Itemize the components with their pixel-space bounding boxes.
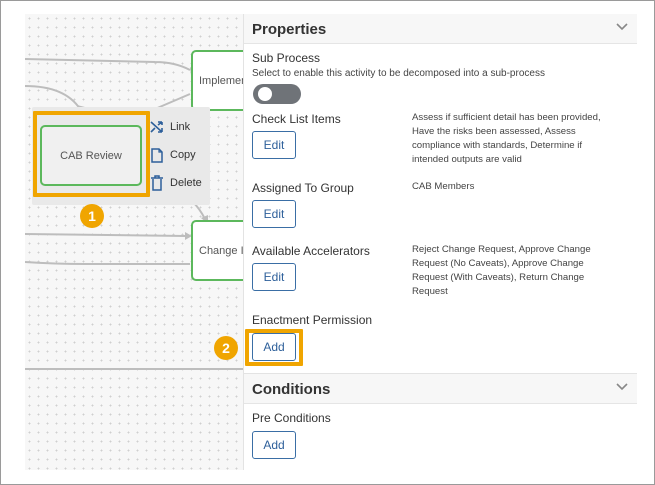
callout-number-2: 2: [222, 340, 230, 356]
callout-highlight-1: [33, 111, 150, 197]
chevron-down-icon[interactable]: [615, 382, 629, 392]
check-list-line: Have the risks been assessed, Assess: [412, 126, 576, 137]
chevron-down-icon[interactable]: [615, 22, 629, 32]
trash-icon: [151, 175, 163, 191]
check-list-label: Check List Items: [252, 112, 341, 126]
accelerators-line: Request (No Caveats), Approve Change: [412, 258, 584, 269]
accelerators-line: Request: [412, 286, 448, 297]
properties-title: Properties: [252, 21, 327, 38]
assigned-group-label: Assigned To Group: [252, 181, 354, 195]
sub-process-toggle[interactable]: [253, 84, 301, 104]
copy-menu-item[interactable]: Copy: [150, 147, 196, 163]
implement-node[interactable]: Implemen: [191, 50, 243, 111]
callout-highlight-2: [245, 329, 303, 366]
copy-label: Copy: [170, 149, 196, 161]
check-list-line: intended outputs are valid: [412, 154, 522, 165]
conditions-title: Conditions: [252, 381, 331, 398]
change-node[interactable]: Change I: [191, 220, 243, 281]
check-list-line: Assess if sufficient detail has been pro…: [412, 112, 601, 123]
enactment-label: Enactment Permission: [252, 313, 373, 327]
assigned-group-value: CAB Members: [412, 181, 475, 192]
accelerators-line: Request (With Caveats), Return Change: [412, 272, 585, 283]
link-label: Link: [170, 121, 191, 133]
delete-label: Delete: [170, 177, 202, 189]
copy-icon: [151, 148, 163, 163]
link-icon: [150, 121, 163, 133]
callout-number-1: 1: [88, 208, 96, 224]
callout-badge-2: 2: [214, 336, 238, 360]
pre-conditions-add-button[interactable]: Add: [252, 431, 296, 459]
assigned-group-edit-button[interactable]: Edit: [252, 200, 296, 228]
process-canvas[interactable]: Implemen Change I: [25, 14, 243, 470]
check-list-edit-button[interactable]: Edit: [252, 131, 296, 159]
toggle-knob: [258, 87, 272, 101]
link-menu-item[interactable]: Link: [150, 120, 190, 134]
change-node-label: Change I: [199, 244, 243, 257]
implement-node-label: Implemen: [199, 74, 243, 87]
check-list-value: Assess if sufficient detail has been pro…: [412, 111, 601, 167]
check-list-line: compliance with standards, Determine if: [412, 140, 583, 151]
section-divider: [244, 373, 637, 374]
properties-panel: Properties Sub Process Select to enable …: [243, 14, 637, 470]
accelerators-label: Available Accelerators: [252, 244, 370, 258]
delete-menu-item[interactable]: Delete: [150, 175, 202, 191]
pre-conditions-label: Pre Conditions: [252, 411, 331, 425]
cab-review-label: CAB Review: [60, 149, 122, 162]
enactment-add-button[interactable]: Add: [252, 333, 296, 361]
sub-process-help: Select to enable this activity to be dec…: [252, 68, 545, 79]
conditions-header[interactable]: Conditions: [244, 374, 637, 404]
accelerators-line: Reject Change Request, Approve Change: [412, 244, 591, 255]
accelerators-value: Reject Change Request, Approve Change Re…: [412, 243, 591, 299]
properties-header[interactable]: Properties: [244, 14, 637, 44]
sub-process-label: Sub Process: [252, 51, 321, 65]
accelerators-edit-button[interactable]: Edit: [252, 263, 296, 291]
callout-badge-1: 1: [80, 204, 104, 228]
cab-review-node[interactable]: CAB Review: [40, 125, 142, 186]
